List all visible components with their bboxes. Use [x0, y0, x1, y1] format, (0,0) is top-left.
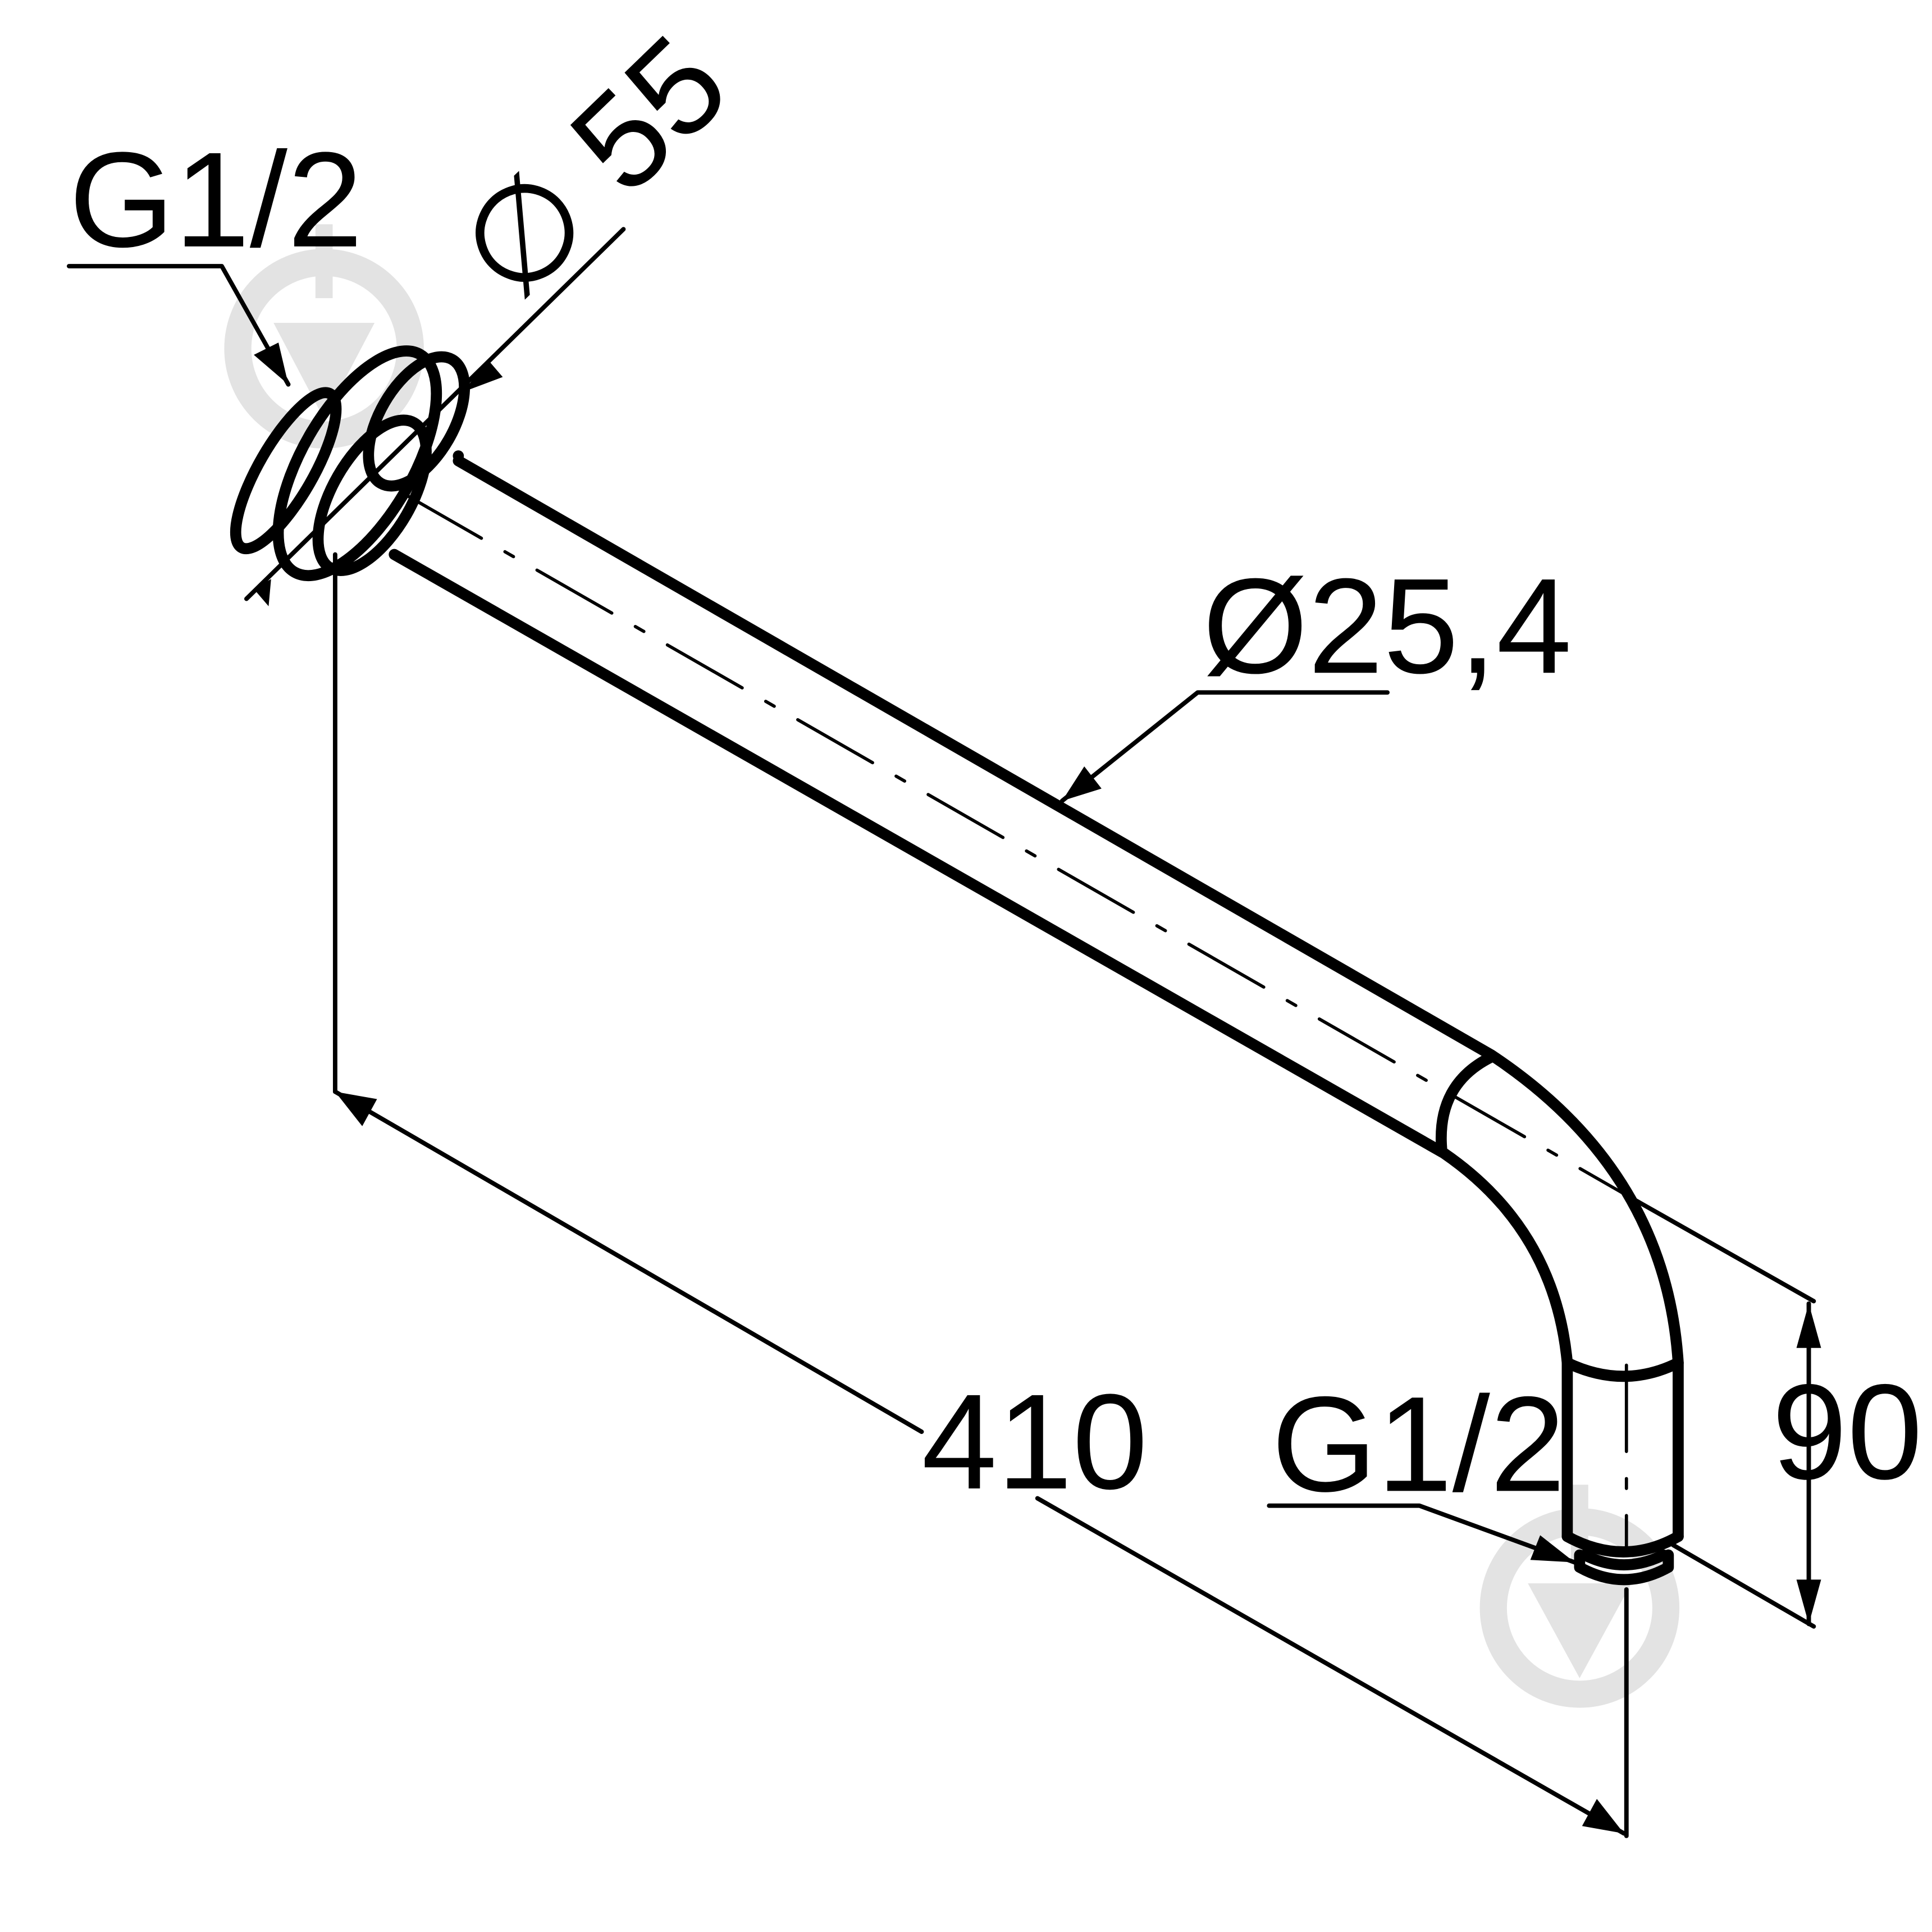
length-dimension [332, 552, 1629, 1838]
wall-flange [230, 345, 471, 582]
shower-arm-pipe [389, 455, 1684, 1586]
thread-wall-label: G1/2 [69, 124, 363, 276]
pipe-diameter-leader [1059, 690, 1390, 803]
flange-diameter-label: ∅ 55 [430, 7, 756, 329]
thread-outlet-label: G1/2 [1272, 1368, 1565, 1520]
pipe-diameter-label: Ø25,4 [1203, 550, 1572, 702]
length-label: 410 [921, 1366, 1148, 1518]
height-dimension [1624, 1193, 1821, 1629]
height-label: 90 [1772, 1356, 1922, 1508]
centerlines [405, 494, 1628, 1554]
thread-wall-leader [66, 264, 291, 387]
thread-outlet-leader [1267, 1503, 1577, 1565]
flange-diameter-dimension [244, 227, 626, 606]
